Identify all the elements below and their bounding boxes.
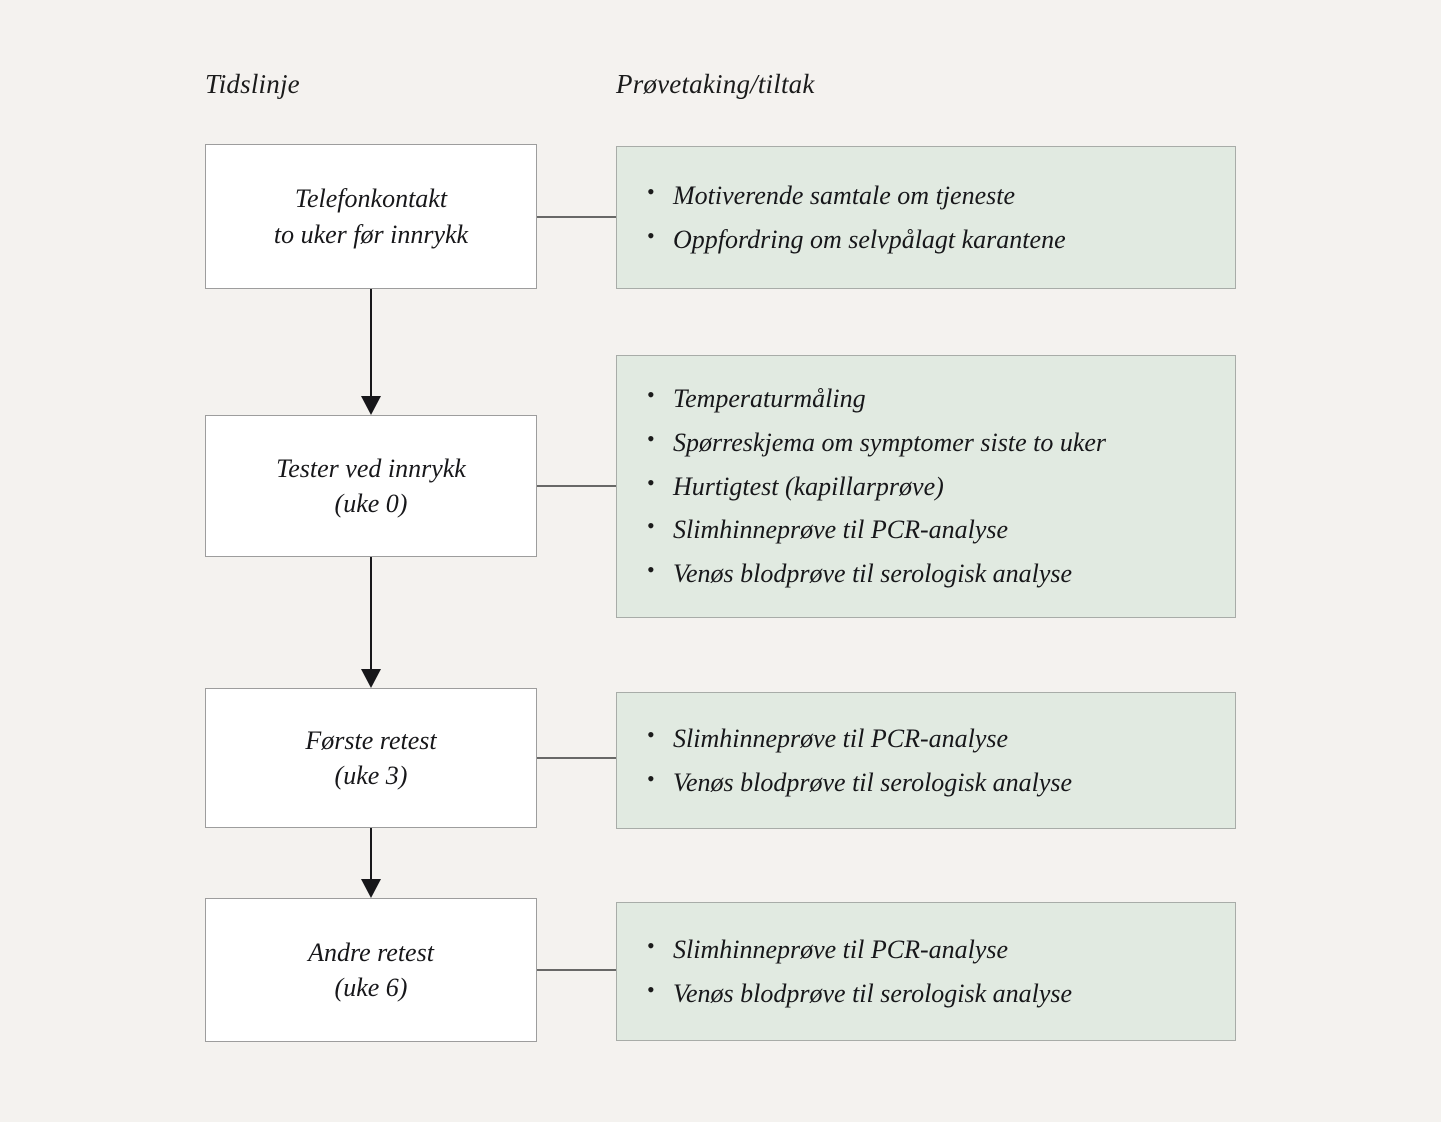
column-header-sampling: Prøvetaking/tiltak bbox=[616, 69, 815, 99]
action-list: Slimhinneprøve til PCR-analyse Venøs blo… bbox=[617, 717, 1235, 804]
list-item: Venøs blodprøve til serologisk analyse bbox=[647, 761, 1235, 805]
stage-title-line1: Tester ved innrykk bbox=[276, 453, 466, 483]
stage-title-line1: Telefonkontakt bbox=[294, 184, 448, 214]
arrow-down-stage3-to-stage4 bbox=[361, 828, 381, 898]
list-item: Slimhinneprøve til PCR-analyse bbox=[647, 508, 1235, 552]
list-item: Spørreskjema om symptomer siste to uker bbox=[647, 421, 1235, 465]
action-list: Temperaturmåling Spørreskjema om symptom… bbox=[617, 377, 1235, 595]
action-box-tester-ved-innrykk[interactable]: Temperaturmåling Spørreskjema om symptom… bbox=[616, 355, 1236, 618]
stage-box-forste-retest[interactable]: Første retest (uke 3) bbox=[205, 688, 537, 828]
list-item: Oppfordring om selvpålagt karantene bbox=[647, 218, 1235, 262]
action-list: Slimhinneprøve til PCR-analyse Venøs blo… bbox=[617, 928, 1235, 1015]
list-item: Slimhinneprøve til PCR-analyse bbox=[647, 928, 1235, 972]
stage-title-line2: (uke 6) bbox=[334, 973, 408, 1002]
stage-box-tester-ved-innrykk[interactable]: Tester ved innrykk (uke 0) bbox=[205, 415, 537, 557]
stage-title-line2: (uke 3) bbox=[334, 761, 408, 790]
stage-box-andre-retest[interactable]: Andre retest (uke 6) bbox=[205, 898, 537, 1042]
list-item: Venøs blodprøve til serologisk analyse bbox=[647, 552, 1235, 596]
stage-title-line1: Andre retest bbox=[308, 937, 434, 967]
stage-title-line2: to uker før innrykk bbox=[273, 219, 469, 249]
stage-box-telefonkontakt[interactable]: Telefonkontakt to uker før innrykk bbox=[205, 144, 537, 289]
action-box-telefonkontakt[interactable]: Motiverende samtale om tjeneste Oppfordr… bbox=[616, 146, 1236, 289]
action-box-andre-retest[interactable]: Slimhinneprøve til PCR-analyse Venøs blo… bbox=[616, 902, 1236, 1041]
column-header-timeline: Tidslinje bbox=[205, 69, 300, 99]
list-item: Slimhinneprøve til PCR-analyse bbox=[647, 717, 1235, 761]
list-item: Venøs blodprøve til serologisk analyse bbox=[647, 972, 1235, 1016]
list-item: Motiverende samtale om tjeneste bbox=[647, 174, 1235, 218]
arrow-down-stage1-to-stage2 bbox=[361, 289, 381, 415]
arrow-down-stage2-to-stage3 bbox=[361, 557, 381, 688]
stage-title-line1: Første retest bbox=[305, 725, 437, 755]
list-item: Temperaturmåling bbox=[647, 377, 1235, 421]
stage-title-line2: (uke 0) bbox=[334, 489, 408, 518]
action-box-forste-retest[interactable]: Slimhinneprøve til PCR-analyse Venøs blo… bbox=[616, 692, 1236, 829]
list-item: Hurtigtest (kapillarprøve) bbox=[647, 465, 1235, 509]
action-list: Motiverende samtale om tjeneste Oppfordr… bbox=[617, 174, 1235, 261]
